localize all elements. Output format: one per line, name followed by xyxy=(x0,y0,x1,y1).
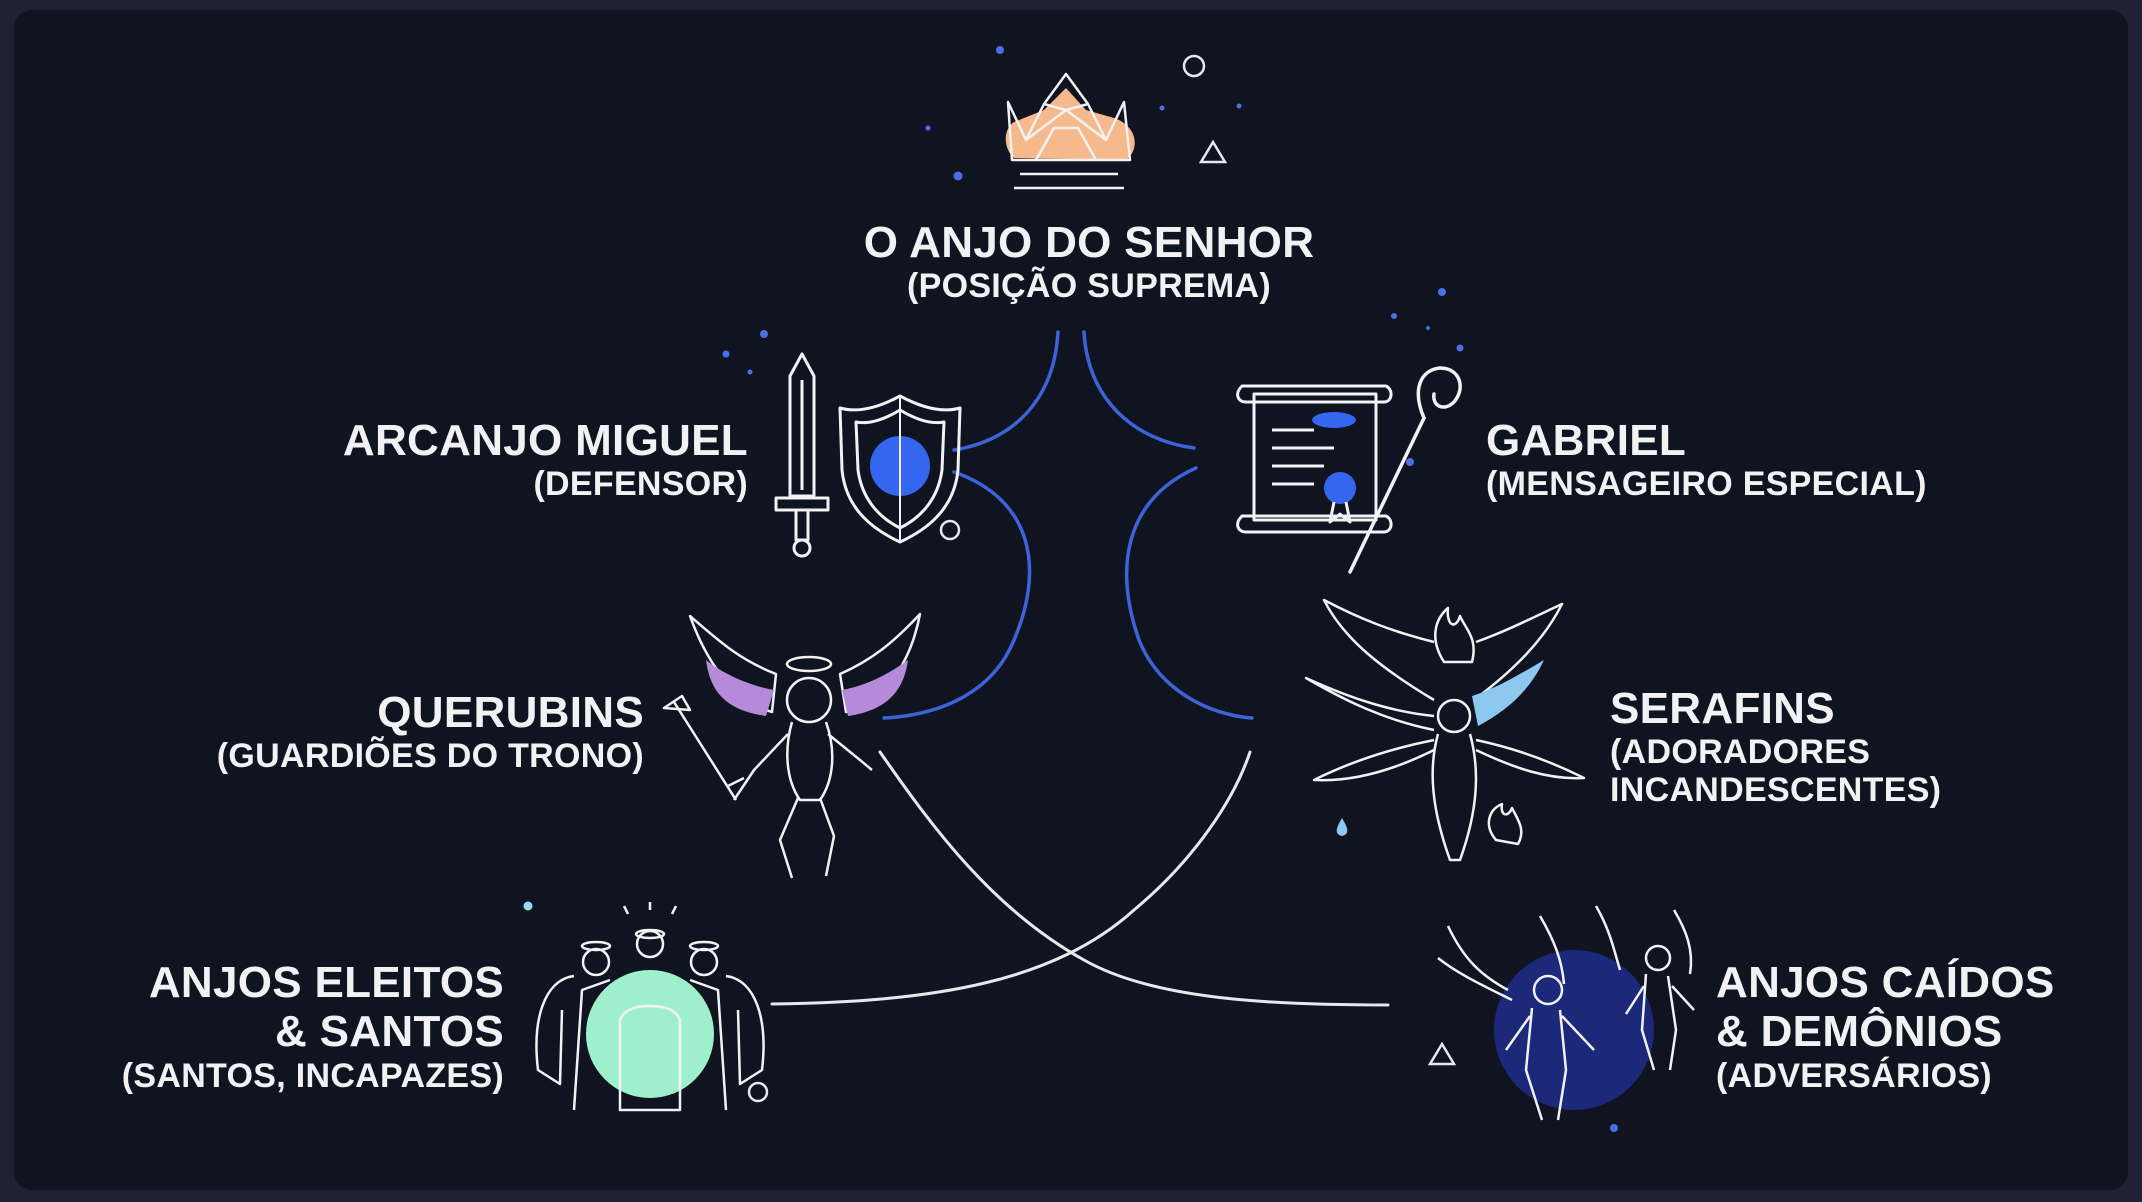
node-subtitle: (SANTOS, INCAPAZES) xyxy=(121,1056,504,1095)
node-subtitle: (DEFENSOR) xyxy=(533,465,748,504)
node-eleitos: ANJOS ELEITOS & SANTOS (SANTOS, INCAPAZE… xyxy=(74,958,504,1095)
fallen-angels-icon xyxy=(1437,905,1695,1121)
node-title: ANJOS CAÍDOS xyxy=(1716,958,2055,1007)
node-gabriel: GABRIEL (MENSAGEIRO ESPECIAL) xyxy=(1486,416,2086,503)
shield-icon xyxy=(838,394,962,544)
connector-lines xyxy=(770,330,1390,1007)
seraph-icon xyxy=(1304,598,1586,862)
node-serafins: SERAFINS (ADORADORES INCANDESCENTES) xyxy=(1610,684,2090,809)
node-top: O ANJO DO SENHOR (POSIÇÃO SUPREMA) xyxy=(794,218,1384,305)
node-miguel: ARCANJO MIGUEL (DEFENSOR) xyxy=(214,416,748,503)
staff-icon xyxy=(1348,366,1462,574)
blue-line-left-upper xyxy=(952,330,1060,452)
blue-line-right-lower xyxy=(1124,466,1254,720)
node-title: QUERUBINS xyxy=(377,688,644,737)
white-line-elect xyxy=(770,750,1252,1006)
node-caidos: ANJOS CAÍDOS & DEMÔNIOS (ADVERSÁRIOS) xyxy=(1716,958,2116,1095)
node-title-line2: & SANTOS xyxy=(275,1007,504,1057)
node-title: SERAFINS xyxy=(1610,684,1835,733)
node-subtitle: (GUARDIÕES DO TRONO) xyxy=(216,737,644,776)
elect-angels-icon xyxy=(535,902,765,1112)
diagram-canvas: O ANJO DO SENHOR (POSIÇÃO SUPREMA) ARCAN… xyxy=(14,10,2128,1190)
node-title: ANJOS ELEITOS xyxy=(148,958,504,1007)
sparkle-decorations xyxy=(523,46,1618,1132)
white-line-fallen xyxy=(878,750,1390,1007)
node-title: ARCANJO MIGUEL xyxy=(342,416,748,465)
node-title-line2: & DEMÔNIOS xyxy=(1716,1007,2003,1057)
node-subtitle: (MENSAGEIRO ESPECIAL) xyxy=(1486,465,1927,504)
node-subtitle-line2: INCANDESCENTES) xyxy=(1610,771,1942,810)
diagram-art xyxy=(523,46,1695,1132)
node-title: O ANJO DO SENHOR xyxy=(863,218,1315,267)
crown-icon xyxy=(1005,72,1135,190)
node-subtitle: (ADVERSÁRIOS) xyxy=(1716,1056,1992,1095)
scroll-icon xyxy=(1236,384,1393,534)
node-title: GABRIEL xyxy=(1486,416,1687,465)
blue-line-right-upper xyxy=(1082,330,1196,450)
node-subtitle: (ADORADORES xyxy=(1610,733,1871,772)
cherub-icon xyxy=(662,612,922,879)
blue-line-left-lower xyxy=(882,470,1032,720)
node-querubins: QUERUBINS (GUARDIÕES DO TRONO) xyxy=(114,688,644,775)
node-subtitle: (POSIÇÃO SUPREMA) xyxy=(906,267,1271,306)
sword-icon xyxy=(774,352,830,558)
